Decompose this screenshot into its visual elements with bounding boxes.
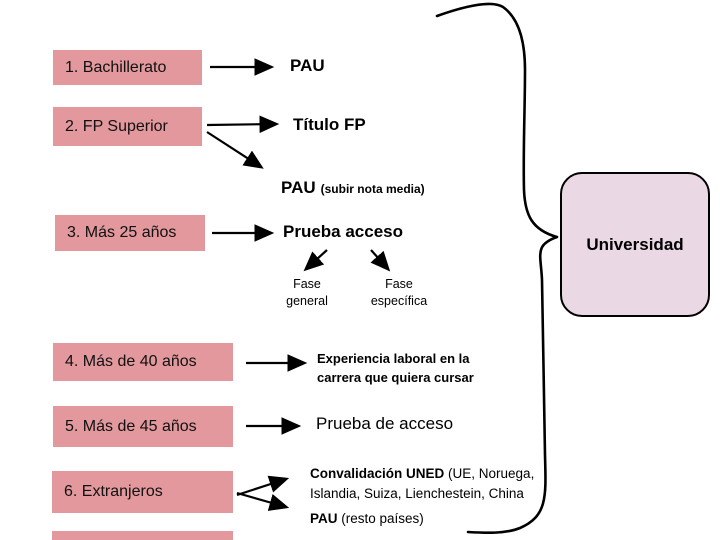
box-fp-superior: 2. FP Superior (53, 107, 202, 146)
arrow-fp-titulo (206, 115, 280, 134)
label-fase-especifica: Fase específica (362, 276, 436, 310)
label-pau-subir-note: (subir nota media) (320, 182, 425, 196)
label-experiencia: Experiencia laboral en la carrera que qu… (317, 349, 474, 387)
label-prueba-acceso: Prueba acceso (283, 222, 404, 241)
label-pau-resto-note: (resto países) (337, 511, 424, 526)
arrow-prueba-fase-general (303, 249, 328, 272)
label-convalidacion-line2: Islandia, Suiza, Lienchestein, China (310, 486, 524, 501)
box-extranjeros: 6. Extranjeros (52, 471, 233, 513)
curly-brace (435, 2, 559, 535)
box-mas-45-label: 5. Más de 45 años (65, 417, 197, 435)
label-experiencia-line2: carrera que quiera cursar (317, 370, 474, 385)
label-titulo-fp: Título FP (293, 115, 366, 134)
label-convalidacion-rest: (UE, Noruega, (444, 466, 535, 481)
box-bachillerato: 1. Bachillerato (53, 50, 202, 85)
label-pau-resto-main: PAU (310, 511, 338, 526)
label-fase-especifica-line1: Fase (385, 277, 413, 291)
arrow-fp-pau (206, 131, 264, 169)
label-convalidacion: Convalidación UNED (UE, Noruega, Islandi… (310, 464, 534, 504)
label-pau-subir-main: PAU (281, 178, 316, 197)
box-extranjeros-label: 6. Extranjeros (64, 483, 163, 500)
box-fp-superior-label: 2. FP Superior (65, 117, 168, 135)
label-pau-subir: PAU (subir nota media) (281, 178, 425, 198)
arrow-extranjeros-convalidacion (236, 475, 290, 497)
box-partial-bottom (52, 531, 233, 540)
box-universidad-label: Universidad (586, 234, 684, 254)
label-fase-especifica-line2: específica (370, 294, 428, 308)
label-pau-resto: PAU (resto países) (310, 509, 424, 529)
label-pau: PAU (290, 56, 325, 75)
label-prueba-de-acceso: Prueba de acceso (316, 414, 454, 433)
label-fase-general-line1: Fase (293, 277, 321, 291)
arrow-extranjeros-pau (236, 491, 290, 511)
box-universidad: Universidad (560, 172, 710, 317)
box-mas-40-label: 4. Más de 40 años (65, 353, 197, 370)
box-mas-25: 3. Más 25 años (55, 215, 205, 251)
box-mas-45: 5. Más de 45 años (53, 406, 233, 447)
label-fase-general-line2: general (286, 294, 328, 308)
box-mas-40: 4. Más de 40 años (53, 343, 233, 381)
box-bachillerato-label: 1. Bachillerato (65, 58, 167, 76)
box-mas-25-label: 3. Más 25 años (67, 224, 177, 241)
label-fase-general: Fase general (281, 276, 333, 310)
arrow-prueba-fase-especifica (370, 249, 391, 272)
label-convalidacion-bold: Convalidación UNED (310, 466, 445, 481)
label-experiencia-line1: Experiencia laboral en la (317, 351, 470, 366)
